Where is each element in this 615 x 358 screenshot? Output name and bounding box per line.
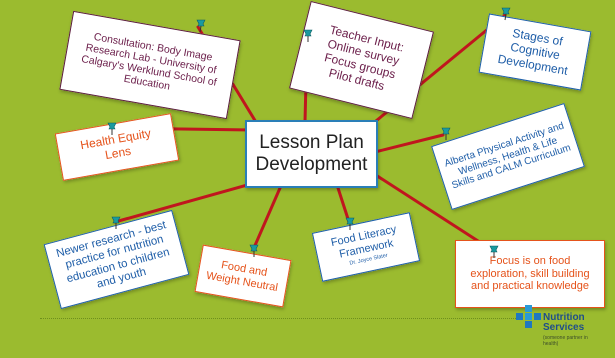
footer-divider — [40, 318, 520, 319]
logo-square — [525, 305, 532, 312]
nutrition-services-logo: Nutrition Services (someone partner in h… — [516, 305, 611, 355]
connector-food-weight — [251, 186, 282, 252]
logo-line-1: Nutrition — [543, 312, 585, 323]
logo-wordmark: Nutrition Services — [543, 313, 585, 333]
pushpin-icon — [489, 245, 499, 258]
pushpin-icon — [501, 7, 511, 21]
logo-square — [534, 313, 541, 320]
pushpin-icon — [303, 29, 313, 42]
logo-square — [525, 321, 532, 328]
center-node: Lesson Plan Development — [245, 120, 378, 188]
pushpin-icon — [441, 127, 451, 140]
food-weight-text: Food and Weight Neutral — [205, 259, 279, 295]
pushpin-icon — [111, 216, 121, 229]
stages-text: Stages of Cognitive Development — [496, 26, 569, 78]
logo-square — [525, 313, 532, 320]
logo-line-2: Services — [543, 322, 585, 333]
connector-alberta — [373, 133, 445, 154]
pushpin-icon — [249, 244, 259, 257]
pushpin-icon — [107, 122, 117, 135]
connector-focus — [366, 168, 494, 252]
consultation-text: Consultation: Body Image Research Lab - … — [80, 30, 218, 93]
focus-text: Focus is on food exploration, skill buil… — [470, 255, 590, 293]
note-focus: Focus is on food exploration, skill buil… — [455, 240, 605, 308]
connector-food-literacy — [336, 186, 351, 224]
logo-tagline: (someone partner in health) — [543, 335, 588, 347]
logo-square — [516, 313, 523, 320]
center-line-1: Lesson Plan — [259, 132, 364, 154]
connector-newer-research — [113, 178, 267, 224]
center-line-2: Development — [255, 154, 368, 175]
pushpin-icon — [196, 19, 206, 33]
pushpin-icon — [345, 217, 355, 230]
